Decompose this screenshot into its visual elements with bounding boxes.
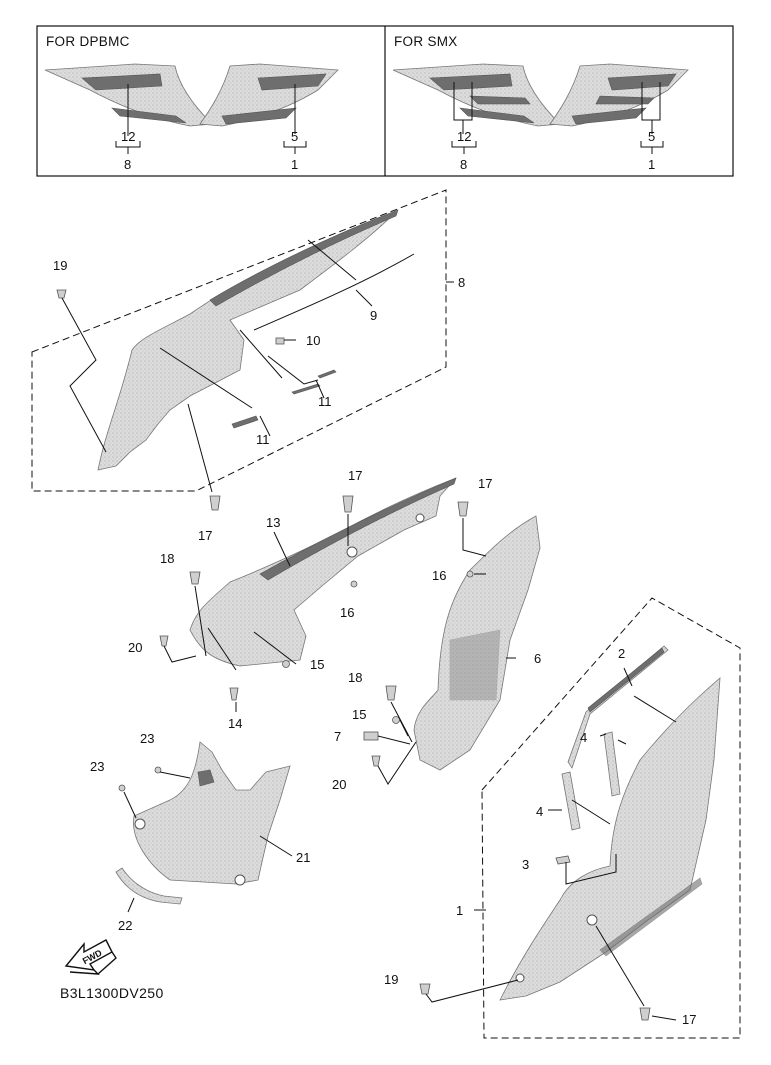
under-cover-group: 23 23 21 22 — [90, 731, 310, 933]
decal-11b — [231, 415, 259, 429]
dpbmc-right-decal — [199, 63, 339, 127]
decal-2 — [567, 645, 669, 769]
nut-15-left — [282, 660, 290, 668]
cowling-assy-1-group: 2 4 4 3 1 19 17 — [384, 597, 741, 1039]
callout-17-center: 17 — [348, 468, 362, 483]
callout-18-right: 18 — [348, 670, 362, 685]
legend-left-part-a: 12 — [121, 129, 135, 144]
inner-panels-group: 17 17 17 — [128, 468, 541, 792]
bolt-19-lower — [419, 983, 431, 995]
decal-4-left — [561, 771, 581, 831]
callout-3: 3 — [522, 857, 529, 872]
callout-2: 2 — [618, 646, 625, 661]
callout-23-left: 23 — [90, 759, 104, 774]
smx-left-decal — [392, 63, 561, 127]
screw-23-left — [118, 784, 126, 792]
nut-16-right — [466, 570, 474, 578]
callout-17-mid-left: 17 — [198, 528, 212, 543]
clip-14 — [229, 687, 239, 701]
cowling-assy-8-group: 8 19 9 10 11 11 — [31, 189, 465, 493]
bolt-17-right — [457, 501, 469, 517]
bolt-18-right — [385, 685, 397, 701]
inner-panel-6 — [413, 515, 541, 771]
smx-right-decal — [549, 63, 689, 127]
legend-left-part-d: 1 — [291, 157, 298, 172]
side-cowl-upper — [97, 209, 399, 471]
decal-11a — [291, 383, 321, 395]
callout-19-lower: 19 — [384, 972, 398, 987]
variant-legend-box: FOR DPBMC FOR SMX — [36, 25, 734, 177]
nut-16-center — [350, 580, 358, 588]
callout-4-left: 4 — [536, 804, 543, 819]
callout-9: 9 — [370, 308, 377, 323]
screw-20-right — [371, 755, 381, 767]
callout-16-center: 16 — [340, 605, 354, 620]
clip-3 — [555, 855, 571, 865]
legend-right-part-b: 8 — [460, 157, 467, 172]
callout-10: 10 — [306, 333, 320, 348]
callout-22: 22 — [118, 918, 132, 933]
fwd-arrow: FWD — [64, 939, 117, 975]
callout-7: 7 — [334, 729, 341, 744]
under-cover-21 — [133, 741, 291, 885]
diagram-code: B3L1300DV250 — [60, 985, 164, 1001]
callout-11-right: 11 — [318, 394, 332, 409]
nut-15-right — [392, 716, 400, 724]
callout-8: 8 — [458, 275, 465, 290]
callout-19-upper: 19 — [53, 258, 67, 273]
callout-16-right: 16 — [432, 568, 446, 583]
callout-13: 13 — [266, 515, 280, 530]
inner-panel-13 — [189, 477, 457, 667]
dpbmc-title: FOR DPBMC — [46, 34, 130, 49]
legend-right-part-d: 1 — [648, 157, 655, 172]
callout-23-upper: 23 — [140, 731, 154, 746]
callout-6: 6 — [534, 651, 541, 666]
callout-1: 1 — [456, 903, 463, 918]
callout-18-left: 18 — [160, 551, 174, 566]
strip-22 — [115, 867, 183, 905]
decal-4-right — [603, 731, 621, 797]
callout-4-right: 4 — [580, 730, 587, 745]
legend-right-part-a: 12 — [457, 129, 471, 144]
clip-10 — [275, 337, 285, 345]
callout-11-left: 11 — [256, 432, 270, 447]
callout-21: 21 — [296, 850, 310, 865]
legend-left-part-b: 8 — [124, 157, 131, 172]
bolt-18-left — [189, 571, 201, 585]
smx-title: FOR SMX — [394, 34, 458, 49]
decal-9 — [253, 253, 415, 331]
callout-17-right: 17 — [478, 476, 492, 491]
bolt-19-upper — [56, 289, 67, 299]
side-cowl-lower — [499, 677, 721, 1001]
callout-17-lower: 17 — [682, 1012, 696, 1027]
screw-23-upper — [154, 766, 162, 774]
legend-left-part-c: 5 — [291, 129, 298, 144]
callout-20-left: 20 — [128, 640, 142, 655]
bracket-7 — [363, 731, 379, 741]
callout-15-left: 15 — [310, 657, 324, 672]
bolt-17-center — [342, 495, 354, 513]
callout-20-right: 20 — [332, 777, 346, 792]
callout-15-right: 15 — [352, 707, 366, 722]
screw-20-left — [159, 635, 169, 647]
bolt-17-lower — [639, 1007, 651, 1021]
callout-14: 14 — [228, 716, 242, 731]
bolt-17-mid-left — [209, 495, 221, 511]
legend-right-part-c: 5 — [648, 129, 655, 144]
